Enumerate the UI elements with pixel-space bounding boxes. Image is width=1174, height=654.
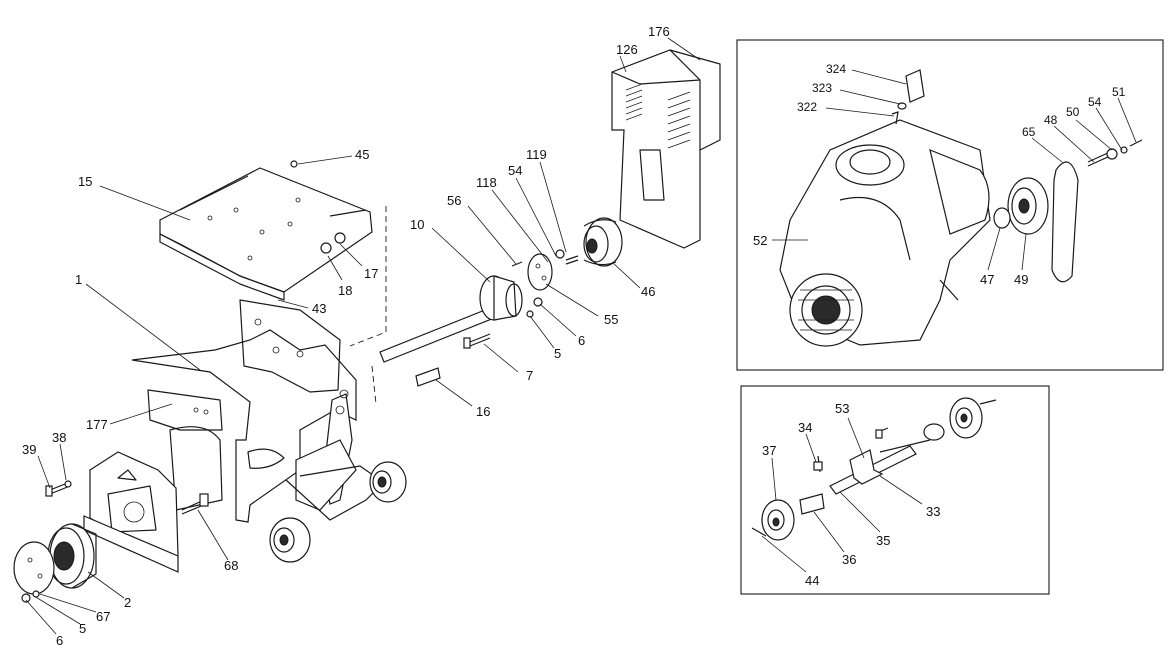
callout-49: 49 (1014, 272, 1029, 287)
leader-lines (25, 37, 701, 635)
assembly-line-a (349, 206, 387, 347)
callout-35: 35 (876, 533, 891, 548)
callout-48: 48 (1044, 113, 1058, 127)
nut-6 (21, 593, 31, 603)
callout-16: 16 (476, 404, 491, 419)
callout-43: 43 (312, 301, 327, 316)
callout-2: 2 (124, 595, 132, 610)
crank-pulley (1007, 177, 1049, 235)
leader-lines-inset (761, 69, 1137, 573)
callout-52: 52 (753, 233, 768, 248)
callout-126: 126 (616, 42, 638, 57)
callout-56: 56 (447, 193, 462, 208)
callout-53: 53 (835, 401, 850, 416)
nut-45 (290, 160, 298, 168)
engine (779, 119, 991, 347)
callout-46: 46 (641, 284, 656, 299)
callout-323: 323 (812, 81, 833, 95)
callout-118: 118 (476, 175, 497, 190)
callout-54-engine: 54 (1088, 95, 1102, 109)
callout-38: 38 (52, 430, 67, 445)
idler-inset-frame (740, 385, 1050, 595)
shaft-hardware (415, 249, 579, 387)
callout-36: 36 (842, 552, 857, 567)
callout-47: 47 (980, 272, 995, 287)
main-shaft (379, 275, 523, 363)
callout-5b: 5 (554, 346, 562, 361)
belt-guard (611, 49, 721, 249)
idler-assembly (751, 397, 997, 541)
callout-45: 45 (355, 147, 370, 162)
callout-6: 6 (56, 633, 64, 648)
callout-44: 44 (805, 573, 820, 588)
v-belt (1051, 161, 1079, 283)
lift-arm (285, 389, 381, 521)
callout-119: 119 (526, 147, 547, 162)
bolt-68 (181, 493, 209, 515)
engine-mount-plate (159, 167, 373, 301)
front-pulley (47, 523, 97, 589)
callout-17: 17 (364, 266, 379, 281)
engine-hardware (891, 69, 925, 125)
callout-324: 324 (826, 62, 847, 76)
wheel-front (269, 517, 311, 563)
callout-51: 51 (1112, 85, 1126, 99)
engine-inset-frame (736, 39, 1164, 371)
belt-bolt-stack (1087, 139, 1143, 167)
callout-1: 1 (75, 272, 83, 287)
callout-176: 176 (648, 24, 670, 39)
spacer-47 (993, 207, 1011, 229)
front-plate (83, 451, 179, 573)
callout-34: 34 (798, 420, 813, 435)
flange-55 (527, 253, 553, 291)
callout-50: 50 (1066, 105, 1080, 119)
callout-322: 322 (797, 100, 818, 114)
callout-177: 177 (86, 417, 108, 432)
callout-65: 65 (1022, 125, 1036, 139)
wheel-rear (369, 461, 407, 503)
drive-pulley (583, 217, 623, 267)
callout-39: 39 (22, 442, 37, 457)
bolt-39 (45, 480, 72, 497)
callout-55: 55 (604, 312, 619, 327)
callout-6b: 6 (578, 333, 586, 348)
callout-33: 33 (926, 504, 941, 519)
callout-18: 18 (338, 283, 353, 298)
callout-37: 37 (762, 443, 777, 458)
washer-5 (32, 590, 40, 598)
assembly-line-b (371, 365, 377, 405)
callout-54: 54 (508, 163, 523, 178)
callout-68: 68 (224, 558, 239, 573)
cover-plate (13, 541, 55, 595)
callout-5: 5 (79, 621, 87, 636)
callout-7: 7 (526, 368, 534, 383)
callout-10: 10 (410, 217, 425, 232)
callout-67: 67 (96, 609, 111, 624)
callout-15: 15 (78, 174, 93, 189)
main-frame (131, 299, 357, 523)
